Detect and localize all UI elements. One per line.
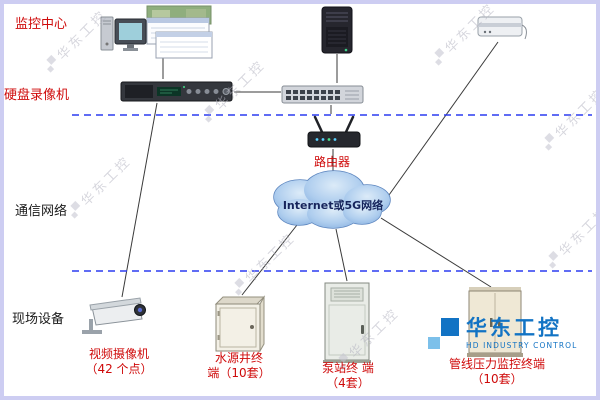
camera-label-line1: 视频摄像机: [88, 347, 149, 361]
label-monitoring-center: 监控中心: [15, 17, 68, 32]
switch-graphic: [281, 83, 365, 105]
pump-terminal-label-line2: （4套）: [326, 376, 370, 390]
router-graphic: [305, 114, 363, 152]
company-logo-text: 华东工控 HD INDUSTRY CONTROL: [466, 317, 577, 350]
label-cloud: Internet或5G网络: [282, 199, 384, 212]
dvr-graphic: [120, 79, 234, 104]
cctv-camera-graphic: [80, 297, 156, 337]
well-terminal-label-line1: 水源井终: [214, 351, 263, 365]
well-terminal-cabinet-graphic: [211, 295, 269, 355]
pipeline-terminal-cabinet-graphic: [466, 286, 528, 360]
camera-label-line2: （42 个点）: [85, 362, 153, 376]
company-name-cn: 华东工控: [466, 316, 562, 340]
pipeline-terminal-label-line2: （10套）: [471, 372, 523, 386]
solid-links: [121, 41, 499, 298]
pipeline-terminal-label: 管线压力监控终端 （10套）: [441, 357, 553, 387]
server-graphic: [317, 6, 357, 54]
label-field-devices: 现场设备: [12, 312, 65, 327]
label-comm-network: 通信网络: [15, 204, 68, 219]
pump-terminal-label: 泵站终 端 （4套）: [314, 361, 382, 391]
company-logo-icon: [428, 318, 459, 350]
well-terminal-label: 水源井终 端（10套）: [203, 351, 275, 381]
internet-cloud-icon: [273, 170, 391, 229]
label-router: 路由器: [314, 155, 351, 169]
pipeline-terminal-label-line1: 管线压力监控终端: [448, 357, 545, 371]
modem-graphic: [476, 12, 528, 44]
well-terminal-label-line2: 端（10套）: [207, 366, 271, 380]
camera-label: 视频摄像机 （42 个点）: [76, 347, 162, 377]
workstation-graphic: [100, 4, 218, 60]
company-logo: 华东工控 HD INDUSTRY CONTROL: [428, 317, 577, 350]
company-name-en: HD INDUSTRY CONTROL: [466, 341, 578, 351]
section-divider-lines: [72, 114, 592, 272]
pump-terminal-label-line1: 泵站终 端: [322, 361, 374, 375]
label-dvr: 硬盘录像机: [4, 88, 70, 103]
